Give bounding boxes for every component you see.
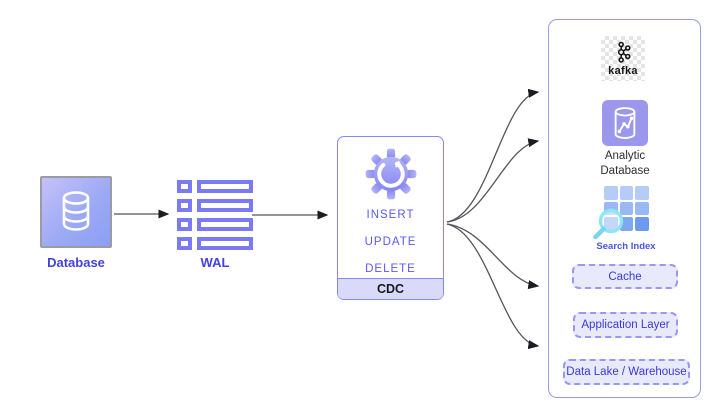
search-index-label: Search Index <box>596 241 656 252</box>
wal-row <box>177 237 253 250</box>
database-label: Database <box>47 255 105 270</box>
cdc-node: INSERT UPDATE DELETE CDC <box>337 136 444 300</box>
search-grid-icon <box>604 186 649 231</box>
wal-row <box>177 218 253 231</box>
wal-log-icon <box>177 180 253 250</box>
database-node <box>40 176 112 248</box>
cdc-op-delete: DELETE <box>365 263 416 275</box>
wal-label: WAL <box>200 255 230 270</box>
wal-row <box>177 199 253 212</box>
data-lake-warehouse-target: Data Lake / Warehouse <box>563 359 690 385</box>
chart-cylinder-icon <box>614 107 636 139</box>
cdc-op-insert: INSERT <box>366 209 415 221</box>
kafka-logo: kafka <box>601 36 645 81</box>
cache-target: Cache <box>572 264 678 289</box>
database-cylinder-icon <box>62 191 90 231</box>
wal-row <box>177 180 253 193</box>
kafka-wordmark: kafka <box>608 64 638 77</box>
cdc-op-update: UPDATE <box>364 236 417 248</box>
cdc-title-bar: CDC <box>338 278 443 299</box>
analytic-database-icon <box>602 100 648 146</box>
kafka-icon <box>617 41 631 63</box>
cdc-operations: INSERT UPDATE DELETE <box>365 209 417 275</box>
gear-refresh-icon <box>365 148 416 200</box>
analytic-database-label: Analytic Database <box>600 150 650 177</box>
application-layer-target: Application Layer <box>573 312 678 338</box>
